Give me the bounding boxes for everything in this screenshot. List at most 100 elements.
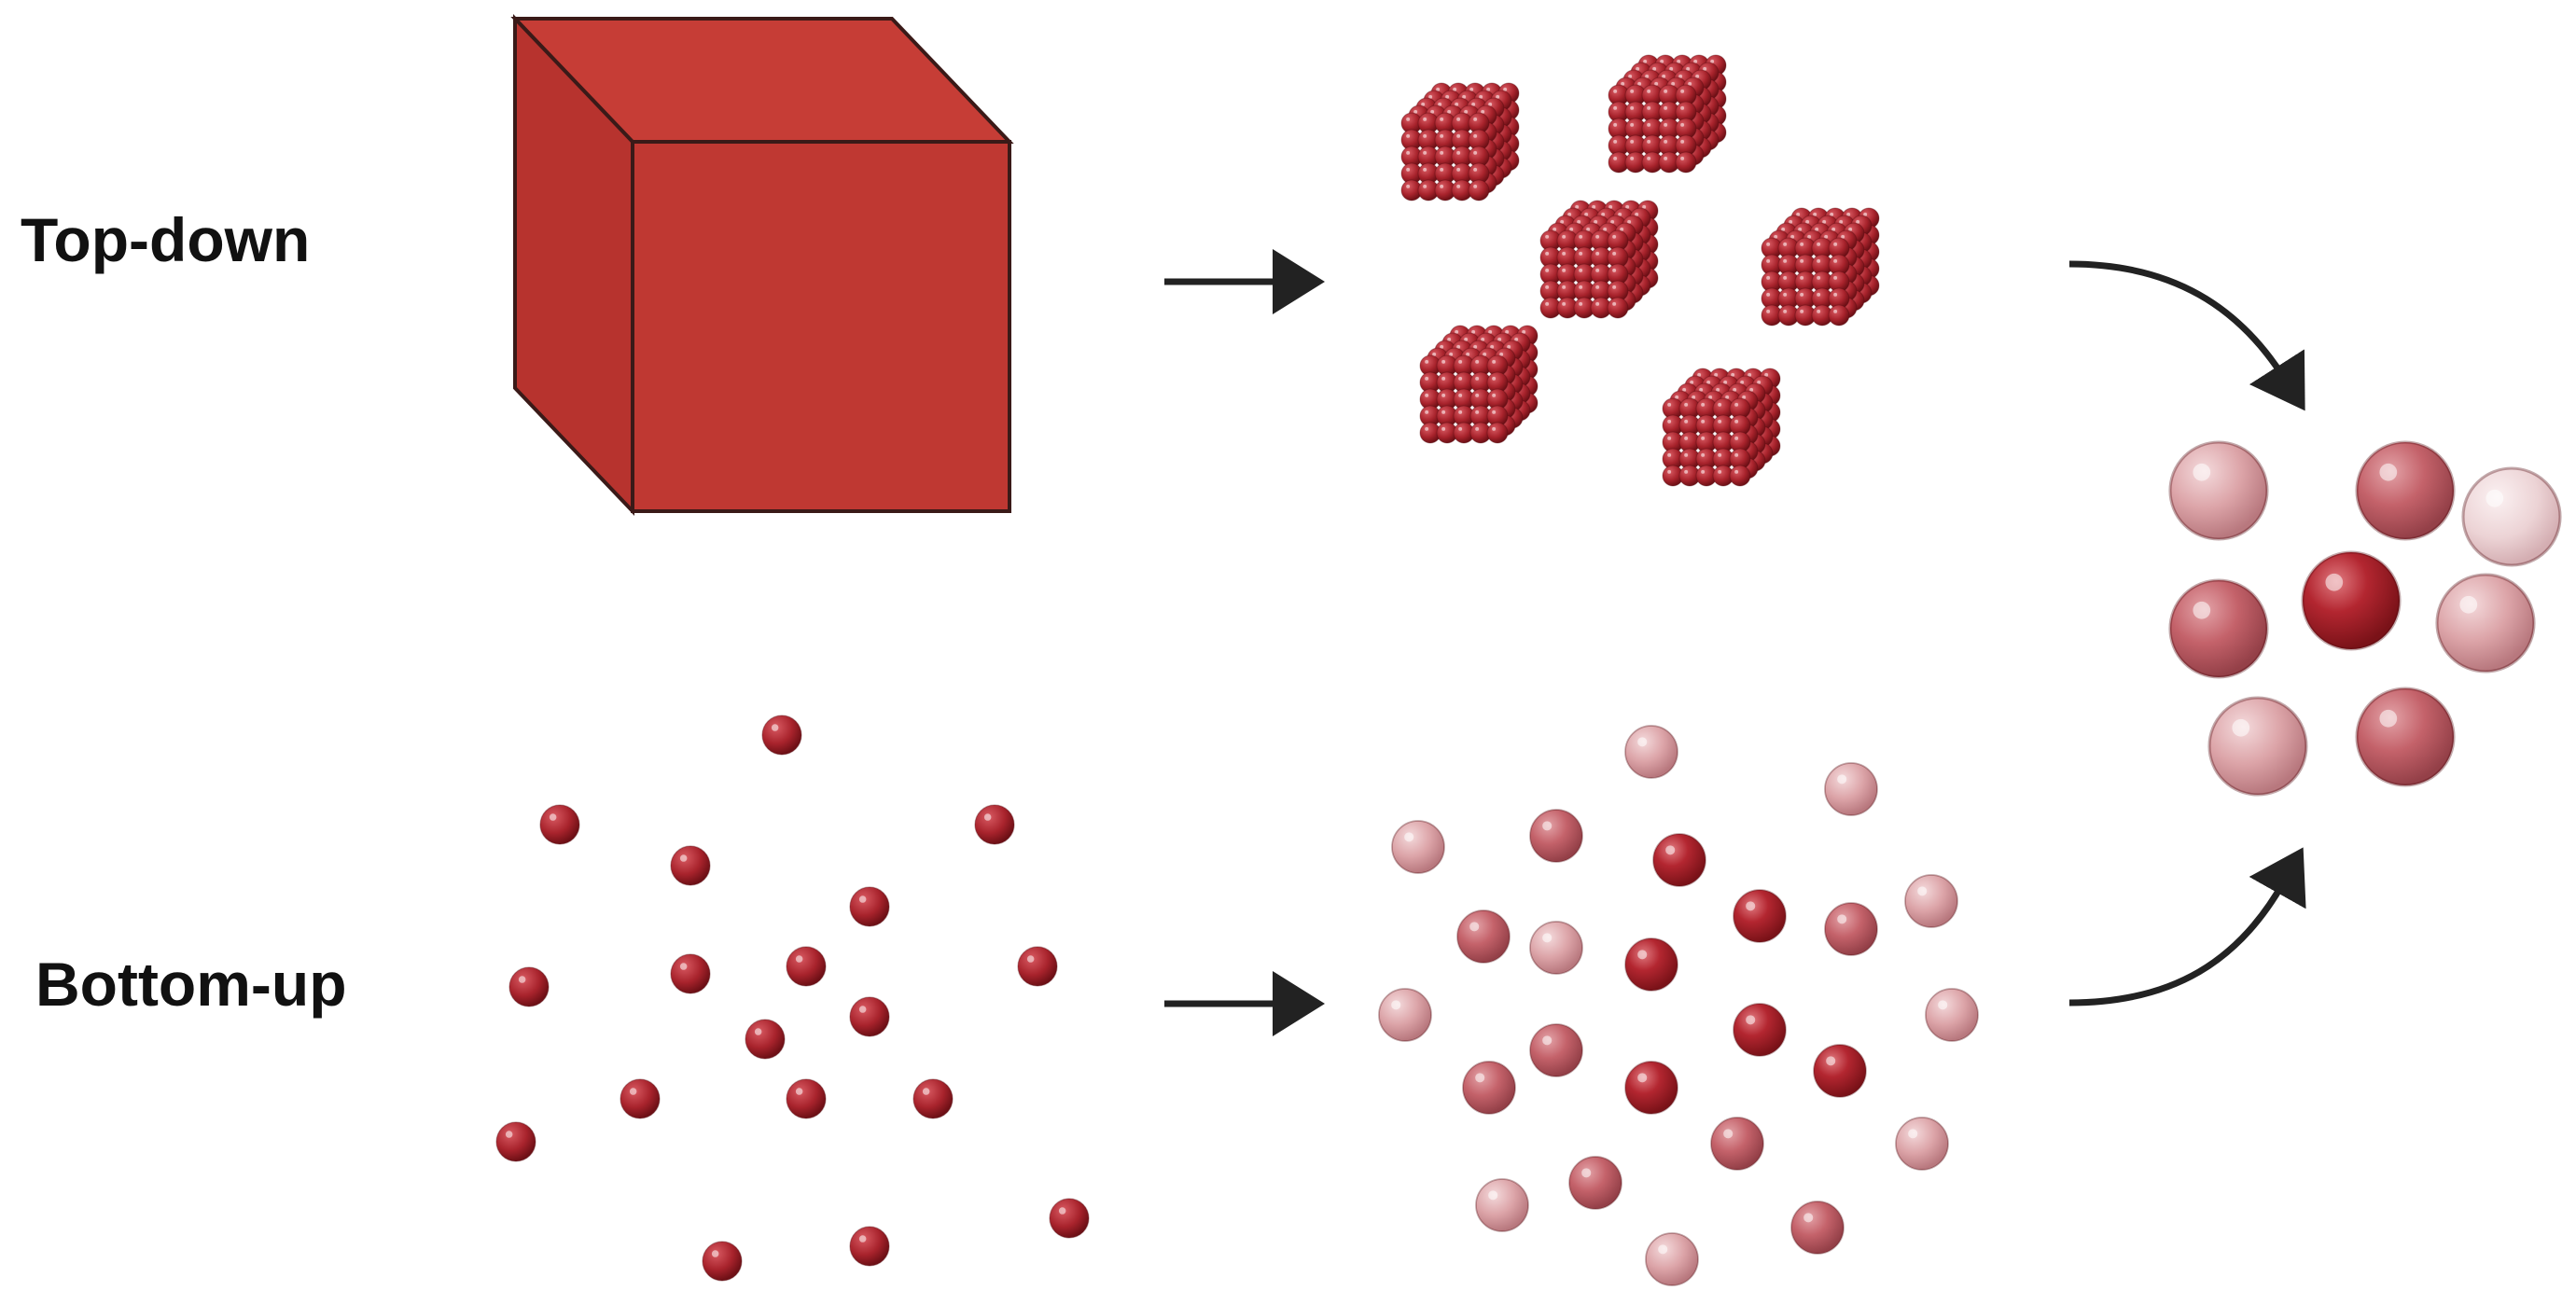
highlight	[1456, 167, 1461, 172]
highlight	[1837, 774, 1847, 784]
highlight	[1723, 1129, 1734, 1139]
highlight	[1723, 380, 1728, 384]
atom-sphere-icon	[1624, 1061, 1678, 1115]
highlight	[1701, 469, 1706, 474]
highlight	[1562, 285, 1566, 289]
highlight	[1579, 285, 1583, 289]
highlight	[1630, 139, 1635, 144]
highlight	[1706, 380, 1711, 384]
highlight	[1822, 219, 1827, 224]
highlight	[2379, 463, 2398, 481]
highlight	[1425, 393, 1429, 397]
atom-cluster-icon	[1400, 82, 1520, 201]
highlight	[1833, 242, 1838, 246]
highlight	[1664, 156, 1668, 160]
atom-sphere-icon	[1652, 833, 1706, 887]
highlight	[1660, 59, 1664, 63]
highlight	[1803, 1213, 1814, 1223]
highlight	[1807, 234, 1812, 239]
highlight	[1826, 1056, 1836, 1066]
highlight	[1581, 1168, 1592, 1178]
highlight	[1423, 184, 1427, 188]
highlight	[1458, 376, 1463, 381]
highlight	[1766, 309, 1771, 313]
highlight	[1669, 66, 1674, 71]
highlight	[1693, 59, 1698, 63]
highlight	[1740, 380, 1745, 384]
highlight	[1647, 122, 1651, 127]
highlight	[1453, 87, 1457, 91]
highlight	[1817, 258, 1821, 263]
highlight	[1618, 212, 1622, 216]
atom-sphere-icon	[1824, 762, 1878, 816]
highlight	[1492, 410, 1497, 414]
highlight	[1594, 219, 1598, 224]
highlight	[1830, 212, 1834, 216]
highlight	[1699, 387, 1704, 392]
highlight	[1637, 950, 1648, 960]
highlight	[1805, 219, 1810, 224]
highlight	[1733, 387, 1737, 392]
highlight	[1684, 402, 1689, 407]
highlight	[1577, 219, 1581, 224]
highlight	[771, 724, 779, 731]
cluster-atom	[1607, 297, 1629, 319]
highlight	[1545, 285, 1550, 289]
highlight	[1701, 436, 1706, 440]
highlight	[1423, 167, 1427, 172]
highlight	[1406, 133, 1411, 138]
highlight	[1545, 251, 1550, 256]
highlight	[1505, 329, 1510, 334]
atom-sphere-icon	[849, 886, 890, 927]
highlight	[1595, 301, 1600, 306]
highlight	[1542, 933, 1553, 943]
highlight	[1601, 212, 1606, 216]
highlight	[1731, 372, 1735, 377]
highlight	[1697, 372, 1702, 377]
highlight	[1545, 301, 1550, 306]
highlight	[1684, 452, 1689, 457]
highlight	[1642, 204, 1647, 209]
cluster-atom	[1486, 422, 1509, 444]
highlight	[1441, 376, 1446, 381]
atom-sphere-icon	[1017, 946, 1058, 987]
highlight	[1690, 380, 1694, 384]
highlight	[1026, 955, 1035, 963]
atom-sphere-icon	[1391, 820, 1445, 874]
highlight	[679, 963, 688, 970]
highlight	[1456, 133, 1461, 138]
highlight	[1841, 234, 1845, 239]
highlight	[1742, 395, 1747, 399]
highlight	[1667, 452, 1672, 457]
highlight	[1621, 81, 1625, 86]
highlight	[1833, 275, 1838, 280]
highlight	[1800, 275, 1804, 280]
highlight	[1464, 337, 1469, 341]
highlight	[1680, 89, 1685, 93]
highlight	[1458, 393, 1463, 397]
nanocluster-group	[1400, 54, 1880, 487]
highlight	[1592, 204, 1596, 209]
highlight	[1469, 87, 1474, 91]
highlight	[1848, 227, 1853, 231]
highlight	[1441, 410, 1446, 414]
highlight	[1613, 156, 1618, 160]
highlight	[711, 1250, 719, 1257]
highlight	[2485, 489, 2504, 507]
highlight	[983, 813, 992, 821]
highlight	[1766, 242, 1771, 246]
bottom-up-label: Bottom-up	[35, 950, 347, 1019]
highlight	[1560, 219, 1565, 224]
highlight	[1647, 105, 1651, 110]
highlight	[922, 1088, 930, 1095]
highlight	[1456, 150, 1461, 155]
highlight	[1798, 227, 1803, 231]
highlight	[1664, 89, 1668, 93]
nanoparticle-sphere-icon	[2461, 466, 2562, 567]
highlight	[1667, 436, 1672, 440]
highlight	[1481, 337, 1485, 341]
highlight	[1423, 150, 1427, 155]
highlight	[1447, 337, 1452, 341]
atom-sphere-icon	[1813, 1044, 1867, 1098]
highlight	[1473, 117, 1478, 121]
